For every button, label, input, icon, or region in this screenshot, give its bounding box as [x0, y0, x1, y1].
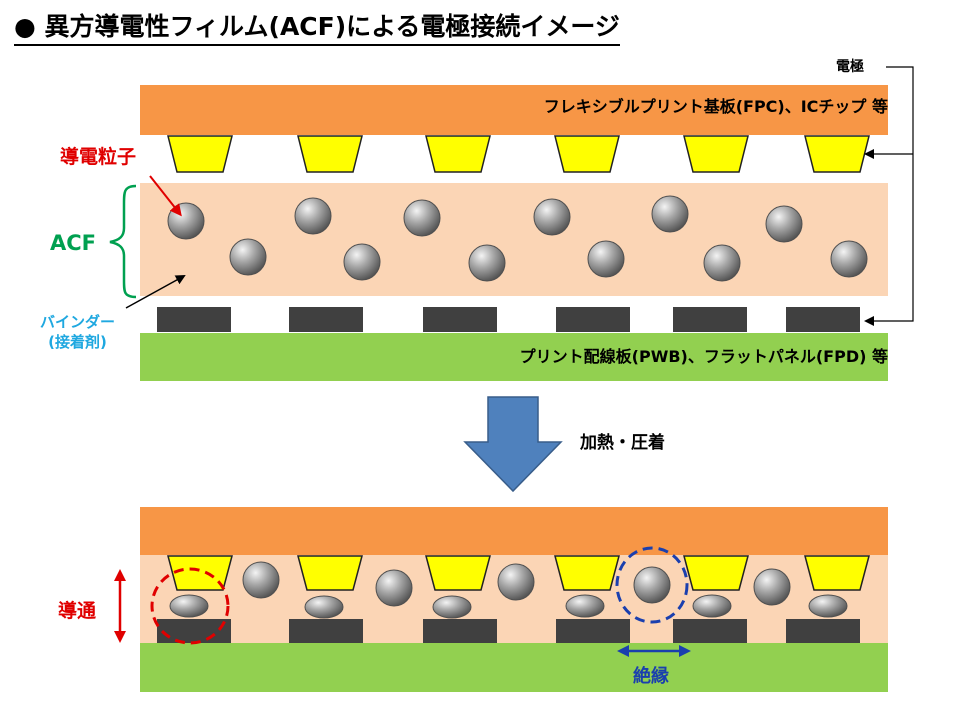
acf-label: ACF — [50, 231, 97, 255]
pwb-label: プリント配線板(PWB)、フラットパネル(FPD) 等 — [519, 347, 888, 366]
conductive-particle — [468, 244, 506, 282]
pad-electrode — [673, 307, 747, 332]
conductive-particle — [765, 205, 803, 243]
conductive-particle — [403, 199, 441, 237]
binder-label-line2: (接着剤) — [48, 333, 107, 351]
compressed-particle — [692, 594, 732, 618]
pad-electrode — [673, 619, 747, 643]
bump-electrode — [167, 135, 233, 173]
process-label: 加熱・圧着 — [580, 433, 665, 453]
insulation-label: 絶縁 — [633, 666, 669, 687]
binder-label-line1: バインダー — [40, 313, 116, 331]
bump-electrode — [297, 135, 363, 173]
bump-electrode — [554, 135, 620, 173]
pwb-layer-bottom — [140, 643, 888, 692]
insulation-highlight-circle — [615, 546, 689, 624]
binder-pointer-arrow — [125, 275, 186, 309]
bump-electrode — [554, 555, 620, 591]
conductive-particle — [167, 202, 205, 240]
compressed-particle — [565, 594, 605, 618]
pwb-layer-top — [140, 333, 888, 381]
conductive-particle-label: 導電粒子 — [60, 146, 137, 168]
bump-electrode — [425, 135, 491, 173]
pad-electrode — [786, 619, 860, 643]
conductive-particle — [830, 240, 868, 278]
conduction-label: 導通 — [58, 600, 97, 622]
compressed-particle — [432, 595, 472, 619]
pad-electrode — [289, 307, 363, 332]
bump-electrode — [804, 555, 870, 591]
pad-electrode — [786, 307, 860, 332]
bump-electrode — [425, 555, 491, 591]
conductive-particle — [497, 563, 535, 601]
free-particles-bottom — [242, 561, 791, 607]
conductive-particle — [633, 566, 671, 604]
electrode-leader-line — [864, 66, 914, 326]
pad-electrodes-bottom — [157, 619, 860, 643]
bump-electrode — [683, 555, 749, 591]
pad-electrode — [423, 619, 497, 643]
fpc-layer-top — [140, 85, 888, 135]
compressed-particle — [169, 594, 209, 618]
conductive-particle — [533, 198, 571, 236]
conductive-particle — [242, 561, 280, 599]
acf-brace-icon — [109, 184, 137, 299]
conductive-particle — [343, 243, 381, 281]
particle-pointer-arrow — [149, 175, 182, 217]
bump-electrode — [804, 135, 870, 173]
bump-electrodes-top — [167, 135, 870, 173]
pad-electrode — [157, 307, 231, 332]
fpc-label: フレキシブルプリント基板(FPC)、ICチップ 等 — [543, 97, 888, 116]
bump-electrodes-bottom — [167, 555, 870, 591]
conductive-particles-top — [167, 195, 868, 282]
bump-electrode — [683, 135, 749, 173]
conductive-particle — [587, 240, 625, 278]
pad-electrodes-top — [157, 307, 860, 332]
conduction-highlight-circle — [150, 567, 230, 645]
conductive-particle — [651, 195, 689, 233]
compressed-particles — [169, 594, 848, 619]
conductive-particle — [375, 569, 413, 607]
pad-electrode — [157, 619, 231, 643]
conductive-particle — [294, 197, 332, 235]
pad-electrode — [423, 307, 497, 332]
acf-layer-top — [140, 183, 888, 296]
pad-electrode — [289, 619, 363, 643]
compressed-particle — [304, 595, 344, 619]
page-title: ● 異方導電性フィルム(ACF)による電極接続イメージ — [14, 10, 620, 46]
pad-electrode — [556, 619, 630, 643]
bump-electrode — [167, 555, 233, 591]
down-arrow-icon — [463, 396, 563, 493]
fpc-layer-bottom — [140, 507, 888, 555]
binder-label: バインダー (接着剤) — [40, 312, 115, 352]
bump-electrode — [297, 555, 363, 591]
pad-electrode — [556, 307, 630, 332]
conductive-particle — [229, 238, 267, 276]
conductive-particle — [753, 568, 791, 606]
electrode-label: 電極 — [836, 59, 864, 75]
conductive-particle — [703, 244, 741, 282]
compressed-particle — [808, 594, 848, 618]
